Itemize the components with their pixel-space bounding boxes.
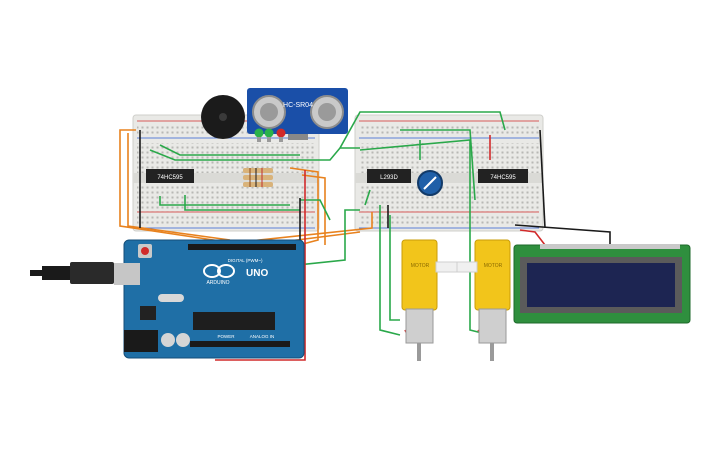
chip-middle[interactable]: L293D (367, 169, 411, 183)
chip-middle-label: L293D (380, 175, 398, 181)
dc-motor-left[interactable]: MOTOR (401, 239, 459, 361)
chip-right-label: 74HC595 (490, 175, 516, 181)
piezo-buzzer-icon[interactable] (201, 95, 245, 139)
analog-label: ANALOG IN (250, 334, 275, 339)
power-label: POWER (217, 334, 235, 339)
lcd-display[interactable] (513, 244, 691, 324)
chip-left-label: 74HC595 (157, 175, 183, 181)
arduino-brand: ARDUINO (206, 280, 229, 286)
sensor-label: HC-SR04 (283, 102, 313, 109)
arduino-model: UNO (246, 268, 268, 279)
motor-left-label: MOTOR (411, 263, 430, 269)
led-icon[interactable] (254, 128, 286, 143)
dc-motor-right[interactable]: MOTOR (456, 239, 511, 361)
ultrasonic-sensor[interactable]: HC-SR04 (247, 88, 348, 140)
chip-left[interactable]: 74HC595 (146, 169, 194, 183)
chip-right[interactable]: 74HC595 (478, 169, 528, 183)
arduino-logo-icon (203, 264, 235, 278)
potentiometer-icon[interactable] (417, 170, 443, 196)
resistor-array[interactable] (243, 168, 273, 187)
usb-plug-icon (30, 262, 140, 285)
arduino-uno-board[interactable]: DIGITAL (PWM~) UNO ARDUINO POWER ANALOG … (30, 239, 305, 359)
digital-label: DIGITAL (PWM~) (228, 258, 263, 263)
motor-right-label: MOTOR (484, 263, 503, 269)
